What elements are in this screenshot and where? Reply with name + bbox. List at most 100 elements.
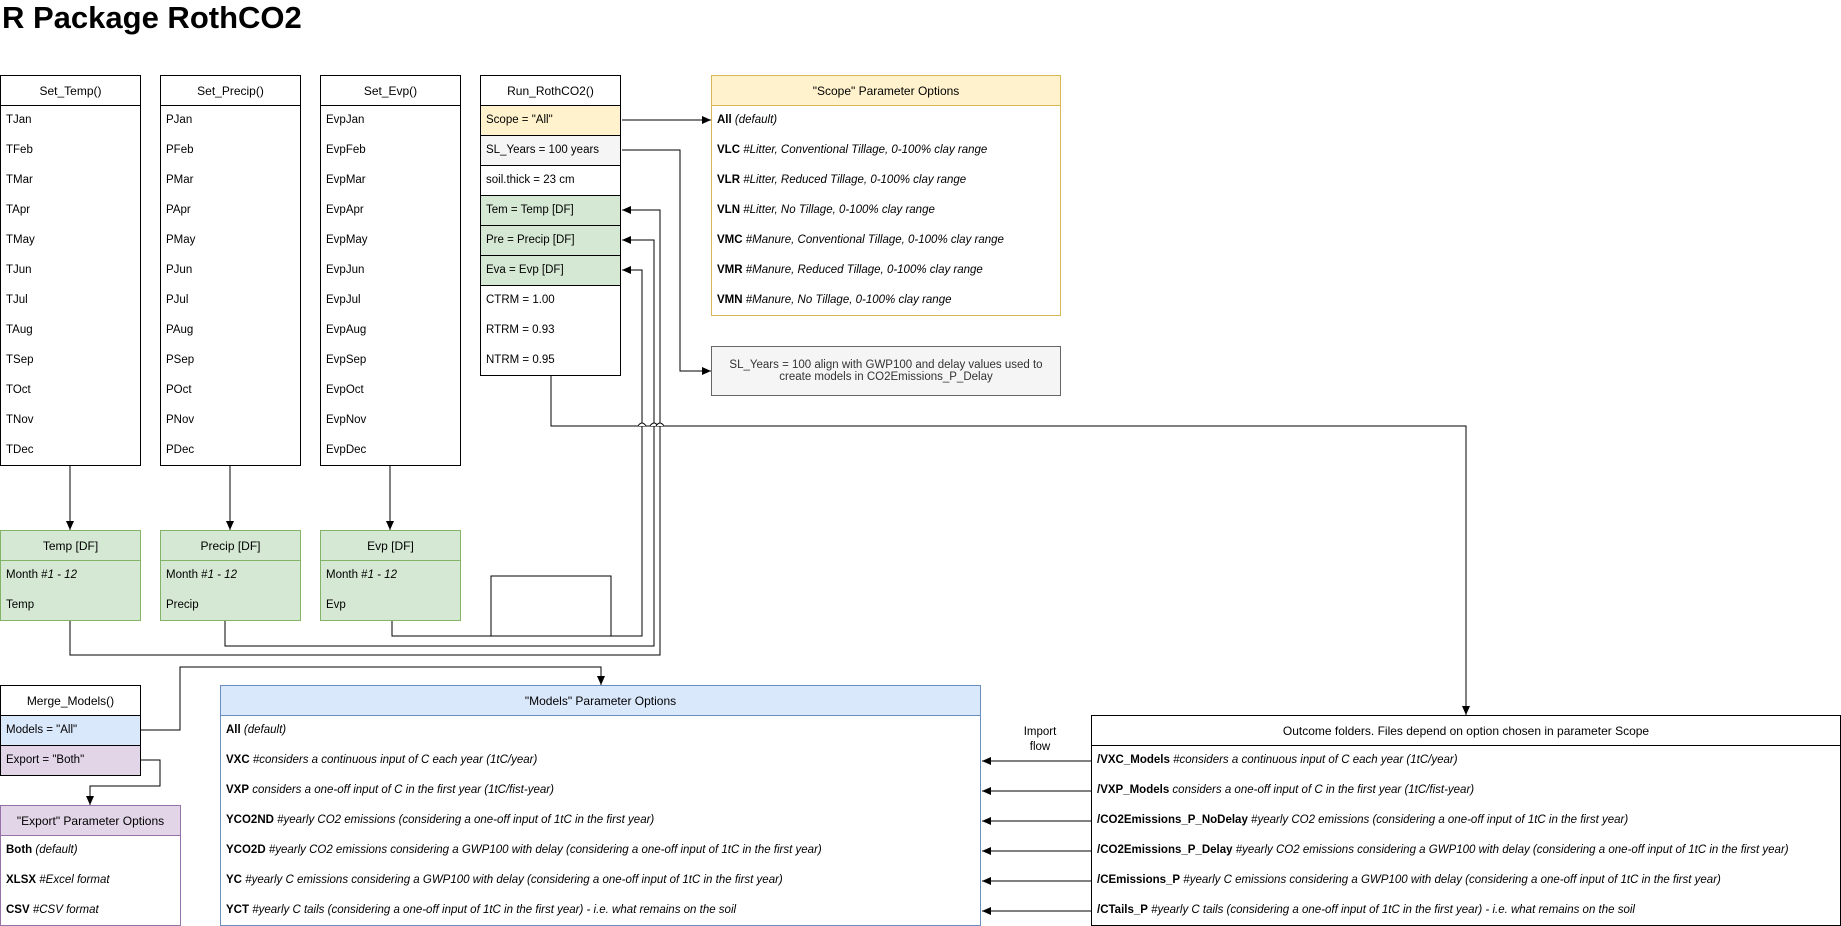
arrow-merge-to-models xyxy=(141,666,605,731)
models-option: YCT #yearly C tails (considering a one-o… xyxy=(221,896,980,925)
option-desc: (default) xyxy=(35,844,78,856)
arrow-export-to-options xyxy=(86,759,161,805)
option-key: CSV xyxy=(6,904,30,916)
set-temp-item: TOct xyxy=(6,384,31,396)
option-key: VXP xyxy=(226,784,250,796)
set-precip-item: PJan xyxy=(166,114,193,126)
option-key: VXC xyxy=(226,754,250,766)
set-temp-item: TSep xyxy=(6,354,34,366)
run-param-soil-thick: soil.thick = 23 cm xyxy=(481,166,620,196)
option-desc: #Manure, No Tillage, 0-100% clay range xyxy=(745,294,952,306)
arrow-tempdf-to-tem xyxy=(69,206,661,656)
outcome-folder: /VXC_Models #considers a continuous inpu… xyxy=(1092,746,1840,776)
option-key: YCO2ND xyxy=(226,814,274,826)
set-precip-item: PDec xyxy=(166,444,195,456)
arrow-precipdf-to-pre xyxy=(224,236,655,647)
option-key: VMN xyxy=(717,294,743,306)
set-temp-item: TMar xyxy=(6,174,33,186)
empty-rectangle xyxy=(490,575,612,637)
option-desc: #Litter, Reduced Tillage, 0-100% clay ra… xyxy=(743,174,967,186)
set-temp-item: TAug xyxy=(6,324,33,336)
set-temp-item: TJul xyxy=(6,294,28,306)
folder-key: /CO2Emissions_P_NoDelay xyxy=(1097,814,1248,826)
set-precip-item: PJun xyxy=(166,264,193,276)
option-key: All xyxy=(717,114,732,126)
export-option: Both (default) xyxy=(1,836,180,866)
option-key: VLC xyxy=(717,144,740,156)
models-option: All (default) xyxy=(221,716,980,746)
set-temp-function: Set_Temp() TJan TFeb TMar TApr TMay TJun… xyxy=(0,75,141,466)
run-param-pre: Pre = Precip [DF] xyxy=(481,226,620,256)
option-key: YCT xyxy=(226,904,249,916)
arrow-evpdf-to-eva xyxy=(391,266,643,637)
merge-header: Merge_Models() xyxy=(1,686,140,716)
option-desc: #yearly C emissions considering a GWP100… xyxy=(245,874,783,886)
option-desc: #Litter, No Tillage, 0-100% clay range xyxy=(743,204,935,216)
set-precip-item: POct xyxy=(166,384,192,396)
scope-options-header: "Scope" Parameter Options xyxy=(712,76,1060,106)
run-param-sl-years: SL_Years = 100 years xyxy=(481,136,620,166)
folder-key: /CEmissions_P xyxy=(1097,874,1181,886)
models-option: YCO2ND #yearly CO2 emissions (considerin… xyxy=(221,806,980,836)
set-temp-item: TJan xyxy=(6,114,32,126)
set-evp-item: EvpJul xyxy=(326,294,361,306)
option-key: All xyxy=(226,724,241,736)
set-precip-item: PFeb xyxy=(166,144,194,156)
set-temp-item: TJun xyxy=(6,264,32,276)
folder-desc: #yearly C emissions considering a GWP100… xyxy=(1183,874,1721,886)
models-option: YCO2D #yearly CO2 emissions considering … xyxy=(221,836,980,866)
option-key: VMC xyxy=(717,234,743,246)
run-rothco2-function: Run_RothCO2() Scope = "All" SL_Years = 1… xyxy=(480,75,621,376)
set-temp-item: TFeb xyxy=(6,144,33,156)
precip-dataframe: Precip [DF] Month #1 - 12 Precip xyxy=(160,530,301,621)
arrow-run-to-outcome xyxy=(550,376,1470,715)
month-label: Month # xyxy=(166,569,208,581)
export-options-panel: "Export" Parameter Options Both (default… xyxy=(0,805,181,926)
option-key: VLN xyxy=(717,204,740,216)
month-range: 1 - 12 xyxy=(47,569,77,581)
option-desc: #considers a continuous input of C each … xyxy=(252,754,538,766)
export-option: CSV #CSV format xyxy=(1,896,180,925)
option-desc: #Excel format xyxy=(39,874,110,886)
models-option: VXC #considers a continuous input of C e… xyxy=(221,746,980,776)
run-param-ctrm: CTRM = 1.00 xyxy=(486,294,555,306)
scope-option: VMR #Manure, Reduced Tillage, 0-100% cla… xyxy=(712,256,1060,286)
temp-df-header: Temp [DF] xyxy=(1,531,140,561)
set-evp-item: EvpMay xyxy=(326,234,368,246)
outcome-folder: /CTails_P #yearly C tails (considering a… xyxy=(1092,896,1840,925)
evp-dataframe: Evp [DF] Month #1 - 12 Evp xyxy=(320,530,461,621)
run-param-ntrm: NTRM = 0.95 xyxy=(486,354,555,366)
set-evp-item: EvpDec xyxy=(326,444,367,456)
models-option: YC #yearly C emissions considering a GWP… xyxy=(221,866,980,896)
outcome-folder: /CO2Emissions_P_NoDelay #yearly CO2 emis… xyxy=(1092,806,1840,836)
run-param-tem: Tem = Temp [DF] xyxy=(481,196,620,226)
set-evp-function: Set_Evp() EvpJan EvpFeb EvpMar EvpApr Ev… xyxy=(320,75,461,466)
folder-desc: #yearly CO2 emissions considering a GWP1… xyxy=(1235,844,1789,856)
arrow-slyears-to-note xyxy=(622,149,711,375)
option-desc: (default) xyxy=(734,114,778,126)
import-flow-label: Import flow xyxy=(1023,726,1057,753)
scope-option: VMN #Manure, No Tillage, 0-100% clay ran… xyxy=(712,286,1060,315)
set-evp-item: EvpOct xyxy=(326,384,364,396)
scope-option: VLR #Litter, Reduced Tillage, 0-100% cla… xyxy=(712,166,1060,196)
run-param-rtrm: RTRM = 0.93 xyxy=(486,324,555,336)
set-evp-item: EvpApr xyxy=(326,204,364,216)
set-temp-item: TNov xyxy=(6,414,34,426)
month-range: 1 - 12 xyxy=(207,569,237,581)
outcome-header: Outcome folders. Files depend on option … xyxy=(1092,716,1840,746)
month-label: Month # xyxy=(326,569,368,581)
folder-desc: #yearly C tails (considering a one-off i… xyxy=(1151,904,1635,916)
folder-desc: considers a one-off input of C in the fi… xyxy=(1172,784,1475,796)
option-desc: (default) xyxy=(243,724,287,736)
scope-option: VMC #Manure, Conventional Tillage, 0-100… xyxy=(712,226,1060,256)
set-temp-header: Set_Temp() xyxy=(1,76,140,106)
run-param-eva: Eva = Evp [DF] xyxy=(481,256,620,286)
option-desc: #CSV format xyxy=(32,904,99,916)
evp-df-month-row: Month #1 - 12 xyxy=(321,561,460,591)
set-evp-header: Set_Evp() xyxy=(321,76,460,106)
export-options-header: "Export" Parameter Options xyxy=(1,806,180,836)
page-title: R Package RothCO2 xyxy=(2,0,302,35)
precip-df-header: Precip [DF] xyxy=(161,531,300,561)
set-temp-item: TMay xyxy=(6,234,35,246)
precip-df-month-row: Month #1 - 12 xyxy=(161,561,300,591)
